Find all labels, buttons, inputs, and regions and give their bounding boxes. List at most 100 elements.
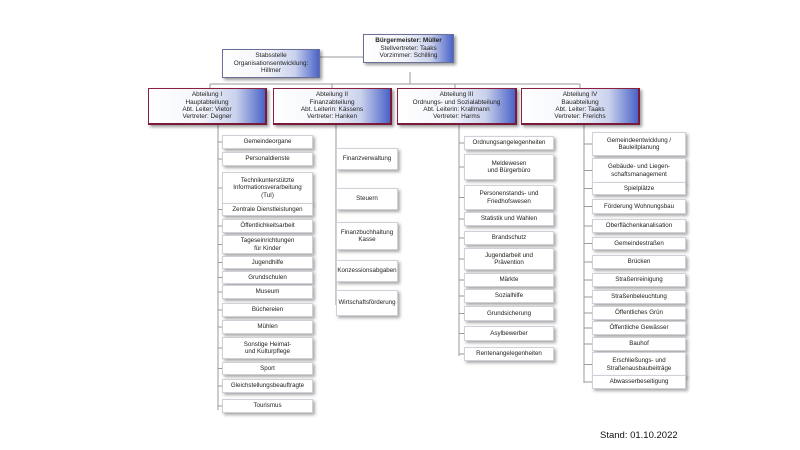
unit-line: und Bürgerbüro [487, 167, 531, 174]
unit-line: Brandschutz [491, 234, 527, 242]
unit-box: Straßenreinigung [592, 273, 686, 287]
unit-box: Gemeindeentwicklung /Bauleitplanung [592, 132, 686, 156]
unit-box: Brücken [592, 255, 686, 269]
unit-box: Oberflächenkanalisation [592, 219, 686, 233]
date-stamp: Stand: 01.10.2022 [600, 430, 678, 441]
unit-line: Meldewesen [491, 159, 527, 167]
unit-box: Öffentlichkeitsarbeit [222, 219, 313, 233]
unit-line: Personenstands- und [479, 190, 539, 198]
unit-box: Tourismus [222, 399, 313, 413]
unit-box: Finanzverwaltung [336, 148, 398, 170]
department-line: Vertreter: Hanken [306, 113, 358, 121]
unit-box: Gebäude- und Liegen-schaftsmanagement [592, 158, 686, 183]
department-line: Abteilung II [316, 91, 348, 99]
unit-box: Gemeindeorgane [222, 135, 313, 149]
department-line: Abteilung I [191, 91, 223, 99]
unit-box: Asylbewerber [464, 326, 554, 341]
unit-line: Grundschulen [248, 273, 287, 281]
unit-line: Grundsicherung [486, 309, 532, 317]
unit-box: Grundschulen [222, 271, 313, 284]
unit-box: Gleichstellungsbeauftragte [222, 379, 313, 393]
unit-line: und Kulturpflege [244, 348, 291, 355]
unit-line: Museum [255, 288, 280, 296]
unit-line: Straßenausbaubeiträge [606, 364, 672, 372]
unit-line: Bauhof [629, 340, 649, 348]
unit-line: Mühlen [257, 323, 278, 331]
unit-box: Märkte [464, 273, 554, 287]
unit-line: Steuern [356, 195, 378, 203]
unit-box: Öffentliches Grün [592, 306, 686, 320]
unit-line: Jugendhilfe [251, 258, 284, 266]
unit-line: Wirtschaftsförderung [338, 299, 396, 307]
unit-line: Personaldienste [245, 155, 290, 163]
unit-line: Straßenbeleuchtung [611, 293, 667, 301]
department-line: Abteilung IV [562, 91, 598, 99]
unit-line: Konzessionsabgaben [337, 267, 397, 275]
unit-line: Finanzverwaltung [342, 155, 392, 163]
unit-line: Tageseinrichtungen [240, 237, 295, 245]
department-line: Abteilung III [439, 91, 474, 99]
unit-line: Friedhofswesen [487, 197, 531, 205]
unit-line: Öffentliches Grün [614, 309, 664, 317]
unit-box: Förderung Wohnungsbau [592, 199, 686, 214]
unit-line: Märkte [499, 276, 519, 284]
unit-line: Jugendarbeit und [485, 251, 533, 259]
unit-line: Öffentliche Gewässer [609, 324, 669, 332]
unit-line: Kasse [358, 236, 376, 243]
staff-line: Organisationsentwicklung: [233, 59, 309, 67]
unit-box: Rentenangelegenheiten [464, 347, 554, 361]
unit-line: Asylbewerber [490, 329, 528, 337]
unit-box: Spielplätze [592, 182, 686, 195]
department-line: Hauptabteilung [185, 98, 229, 106]
unit-line: Finanzbuchhaltung [340, 228, 394, 236]
unit-line: Abwasserbeseitigung [609, 378, 669, 386]
unit-box: Brandschutz [464, 231, 554, 245]
unit-box: Statistik und Wahlen [464, 212, 554, 226]
unit-line: Tourismus [253, 402, 282, 410]
department-line: Ordnungs- und Sozialabteilung [412, 98, 501, 106]
department-box: Abteilung II Finanzabteilung Abt. Leiter… [273, 88, 392, 125]
unit-box: Wirtschaftsförderung [336, 290, 398, 316]
unit-box: Zentrale Dienstleistungen [222, 203, 313, 216]
unit-line: Informationsverarbeitung [233, 184, 302, 192]
department-line: Vertreter: Harms [433, 113, 480, 121]
unit-box: Mühlen [222, 320, 313, 334]
unit-line: Gemeindeentwicklung / [606, 136, 672, 144]
department-line: Abt. Leiterin: Kässens [300, 106, 364, 113]
unit-box: Bauhof [592, 337, 686, 351]
unit-line: Sport [260, 364, 275, 372]
unit-line: Statistik und Wahlen [480, 215, 538, 223]
mayor-line: Bürgermeister: Müller [375, 37, 442, 45]
department-line: Bauabteilung [561, 98, 599, 106]
unit-line: Brücken [627, 258, 651, 266]
unit-line: schaftsmanagement [611, 170, 667, 178]
unit-box: Sozialhilfe [464, 289, 554, 303]
unit-line: Prävention [494, 259, 524, 266]
unit-line: Spielplätze [623, 184, 655, 192]
unit-line: Gemeindeorgane [243, 138, 292, 146]
unit-line: Bauleitplanung [618, 144, 660, 151]
unit-box: Museum [222, 285, 313, 299]
unit-line: Sozialhilfe [494, 292, 524, 300]
unit-line: Büchereien [251, 306, 284, 314]
unit-line: (TuI) [261, 191, 274, 199]
mayor-line: Stellvertreter: Taaks [380, 44, 437, 52]
department-line: Abt. Leiter: Taaks [555, 106, 605, 113]
unit-box: Gemeindestraßen [592, 237, 686, 250]
unit-box: Straßenbeleuchtung [592, 290, 686, 304]
mayor-box: Bürgermeister: Müller Stellvertreter: Ta… [363, 34, 454, 63]
unit-box: Abwasserbeseitigung [592, 375, 686, 389]
unit-line: Gleichstellungsbeauftragte [230, 382, 305, 390]
unit-box: Jugendhilfe [222, 256, 313, 269]
unit-box: Ordnungsangelegenheiten [464, 136, 554, 150]
unit-line: Straßenreinigung [615, 276, 663, 284]
department-line: Abt. Leiter: Vietor [182, 106, 232, 113]
